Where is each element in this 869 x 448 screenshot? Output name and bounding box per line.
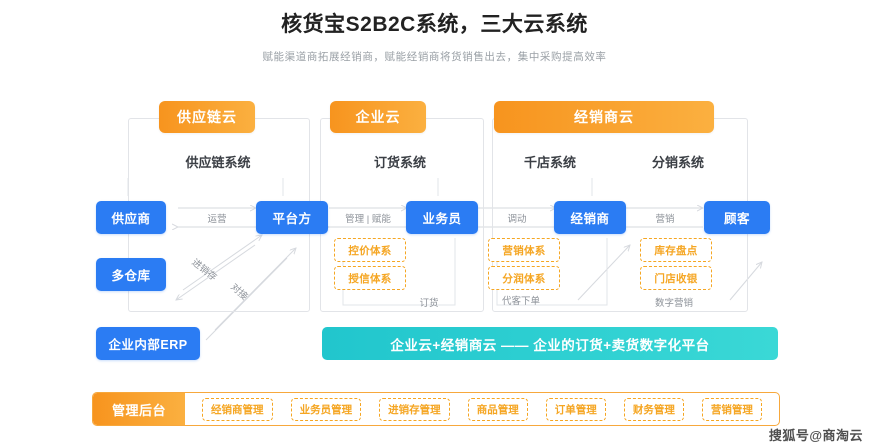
role-box-platform[interactable]: 平台方 (256, 201, 328, 234)
watermark: 搜狐号@商淘云 (769, 425, 863, 444)
admin-item-label: 财务管理 (632, 403, 675, 416)
relation-label-order-on-behalf: 代客下单 (488, 293, 554, 307)
relation-text: 调动 (507, 214, 527, 225)
cloud-pill-label: 企业云 (355, 109, 401, 125)
relation-text: 数字营销 (654, 298, 693, 309)
relation-label-manage-empower: 管理 | 赋能 (330, 211, 406, 225)
relation-text: 管理 | 赋能 (345, 214, 391, 225)
system-label-text: 千店系统 (523, 155, 576, 170)
admin-bar: 管理后台 经销商管理 业务员管理 进销存管理 商品管理 订单管理 财务管理 营销… (92, 392, 780, 426)
role-box-salesperson[interactable]: 业务员 (406, 201, 478, 234)
tag-marketing-system[interactable]: 营销体系 (488, 238, 560, 262)
relation-text: 运营 (207, 214, 227, 225)
tag-label: 门店收银 (654, 272, 698, 285)
relation-label-operation: 运营 (180, 211, 254, 225)
cloud-pill-enterprise[interactable]: 企业云 (330, 101, 426, 133)
admin-item-label: 业务员管理 (299, 403, 353, 416)
role-label: 业务员 (422, 212, 462, 226)
tag-label: 库存盘点 (654, 244, 698, 257)
cloud-pill-distributor[interactable]: 经销商云 (494, 101, 714, 133)
admin-item-distributor-management[interactable]: 经销商管理 (202, 397, 273, 421)
admin-item-finance-management[interactable]: 财务管理 (623, 397, 684, 421)
admin-item-label: 进销存管理 (388, 403, 441, 416)
admin-item-order-management[interactable]: 订单管理 (545, 397, 606, 421)
relation-label-mobilize: 调动 (480, 211, 554, 225)
tag-store-cashier[interactable]: 门店收银 (640, 266, 712, 290)
cloud-pill-label: 供应链云 (177, 109, 237, 125)
relation-label-marketing: 营销 (628, 211, 702, 225)
teal-banner-text: 企业云+经销商云 —— 企业的订货+卖货数字化平台 (390, 337, 710, 353)
relation-text: 订货 (419, 298, 439, 309)
tag-label: 控价体系 (348, 244, 392, 257)
system-label-text: 订货系统 (373, 155, 426, 170)
system-label-text: 分销系统 (651, 155, 704, 170)
system-label-distribution: 分销系统 (618, 152, 738, 171)
admin-item-label: 营销管理 (710, 403, 753, 416)
role-label: 平台方 (272, 212, 312, 226)
system-label-order: 订货系统 (330, 152, 470, 171)
role-label: 企业内部ERP (108, 338, 188, 352)
role-label: 多仓库 (111, 269, 151, 283)
cloud-pill-label: 经销商云 (574, 109, 634, 125)
role-label: 供应商 (111, 212, 151, 226)
tag-credit-system[interactable]: 授信体系 (334, 266, 406, 290)
role-box-supplier[interactable]: 供应商 (96, 201, 166, 234)
tag-inventory-count[interactable]: 库存盘点 (640, 238, 712, 262)
role-box-multi-warehouse[interactable]: 多仓库 (96, 258, 166, 291)
admin-item-label: 经销商管理 (211, 403, 264, 416)
role-label: 经销商 (570, 212, 610, 226)
relation-label-ordering: 订货 (408, 295, 450, 309)
teal-platform-banner: 企业云+经销商云 —— 企业的订货+卖货数字化平台 (322, 327, 778, 360)
relation-text: 代客下单 (501, 296, 540, 307)
role-label: 顾客 (723, 212, 750, 226)
tag-label: 授信体系 (348, 272, 392, 285)
tag-label: 营销体系 (502, 244, 546, 257)
admin-item-salesperson-management[interactable]: 业务员管理 (290, 397, 362, 421)
admin-item-product-management[interactable]: 商品管理 (467, 397, 528, 421)
admin-item-label: 订单管理 (554, 403, 597, 416)
system-label-text: 供应链系统 (185, 155, 251, 170)
watermark-text: 搜狐号@商淘云 (768, 428, 863, 443)
relation-text: 营销 (655, 214, 675, 225)
tag-price-control-system[interactable]: 控价体系 (334, 238, 406, 262)
admin-tab-text: 管理后台 (111, 402, 166, 418)
role-box-internal-erp[interactable]: 企业内部ERP (96, 327, 200, 360)
system-label-thousand-store: 千店系统 (490, 152, 610, 171)
system-label-supply-chain: 供应链系统 (148, 152, 288, 171)
admin-items: 经销商管理 业务员管理 进销存管理 商品管理 订单管理 财务管理 营销管理 (185, 397, 779, 421)
page-subtitle: 赋能渠道商拓展经销商，赋能经销商将货销售出去，集中采购提高效率 (262, 51, 607, 63)
admin-tab-label: 管理后台 (93, 393, 185, 425)
tag-label: 分润体系 (502, 272, 546, 285)
admin-item-inventory-management[interactable]: 进销存管理 (379, 397, 450, 421)
relation-label-digital-marketing: 数字营销 (640, 295, 708, 309)
admin-item-marketing-management[interactable]: 营销管理 (701, 397, 762, 421)
tag-profit-sharing-system[interactable]: 分润体系 (488, 266, 560, 290)
role-box-customer[interactable]: 顾客 (704, 201, 770, 234)
admin-item-label: 商品管理 (476, 403, 519, 416)
role-box-distributor[interactable]: 经销商 (554, 201, 626, 234)
cloud-pill-supply-chain[interactable]: 供应链云 (159, 101, 255, 133)
page-title: 核货宝S2B2C系统，三大云系统 (281, 13, 588, 36)
